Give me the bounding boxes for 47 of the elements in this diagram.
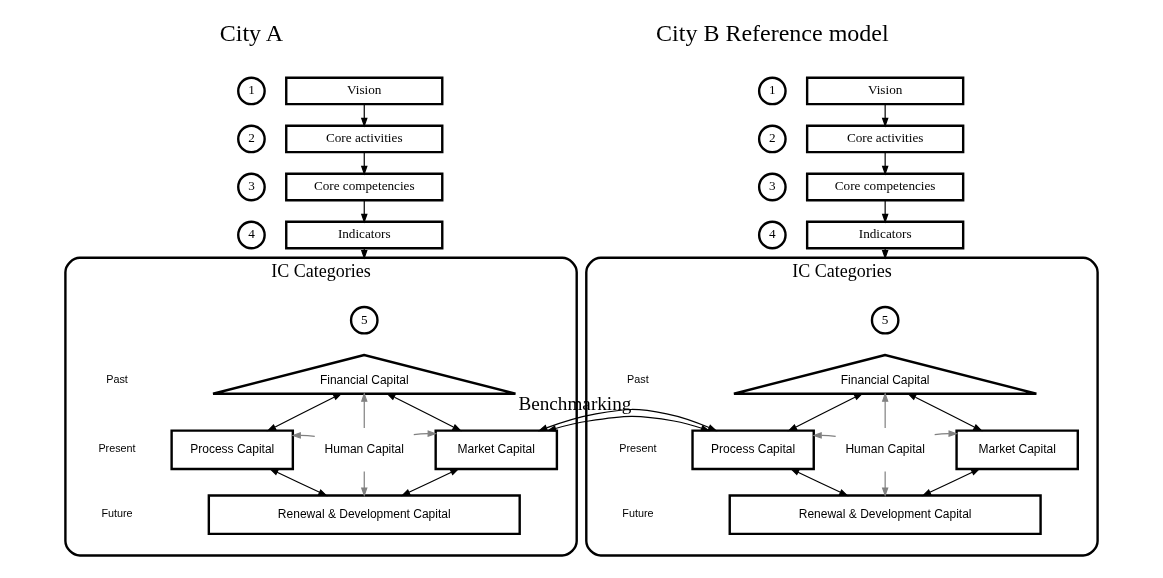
node-circle: 3 [237, 172, 266, 202]
label: City B Reference model [656, 19, 889, 46]
node-circle: 3 [757, 172, 787, 202]
label: Present [98, 442, 136, 455]
node-circle: 1 [757, 76, 787, 106]
arrow [881, 392, 889, 429]
node-box: Process Capital [691, 429, 815, 471]
label: Future [622, 507, 654, 520]
arrow [537, 408, 718, 432]
node-box: Process Capital [170, 429, 295, 471]
node-circle: 4 [237, 220, 266, 250]
arrow [400, 468, 460, 497]
node-box: Renewal & Development Capital [207, 494, 521, 536]
node-circle: 2 [757, 124, 787, 154]
node-box: Core activities [805, 124, 965, 154]
arrow [789, 468, 849, 497]
node-circle: 5 [349, 305, 379, 335]
arrow [268, 468, 328, 497]
arrow [812, 432, 837, 439]
arrow [413, 430, 438, 437]
node-box: Core activities [285, 124, 444, 154]
label: Past [627, 373, 649, 386]
node-circle: 4 [757, 220, 787, 250]
node-box: Vision [805, 76, 965, 106]
node-circle: 1 [237, 76, 266, 106]
arrow [787, 392, 864, 432]
node-text: Human Capital [324, 441, 404, 456]
arrow [360, 392, 368, 429]
arrow [934, 430, 959, 437]
node-circle: 2 [237, 124, 266, 154]
node-box: Market Capital [955, 429, 1079, 471]
node-text: Human Capital [845, 441, 925, 456]
node-box: Renewal & Development Capital [728, 494, 1042, 536]
arrow [266, 392, 343, 432]
node-box: Core competencies [285, 172, 444, 202]
node-box: Market Capital [434, 429, 559, 471]
label: City A [219, 19, 284, 46]
arrow [385, 392, 462, 432]
label: Present [619, 442, 657, 455]
label: Future [101, 507, 133, 520]
arrow [921, 468, 981, 497]
node-box: Core competencies [805, 172, 965, 202]
node-box: Vision [285, 76, 444, 106]
arrow [291, 432, 316, 439]
arrow [906, 392, 983, 432]
node-circle: 5 [870, 305, 900, 335]
label: Past [106, 373, 128, 386]
